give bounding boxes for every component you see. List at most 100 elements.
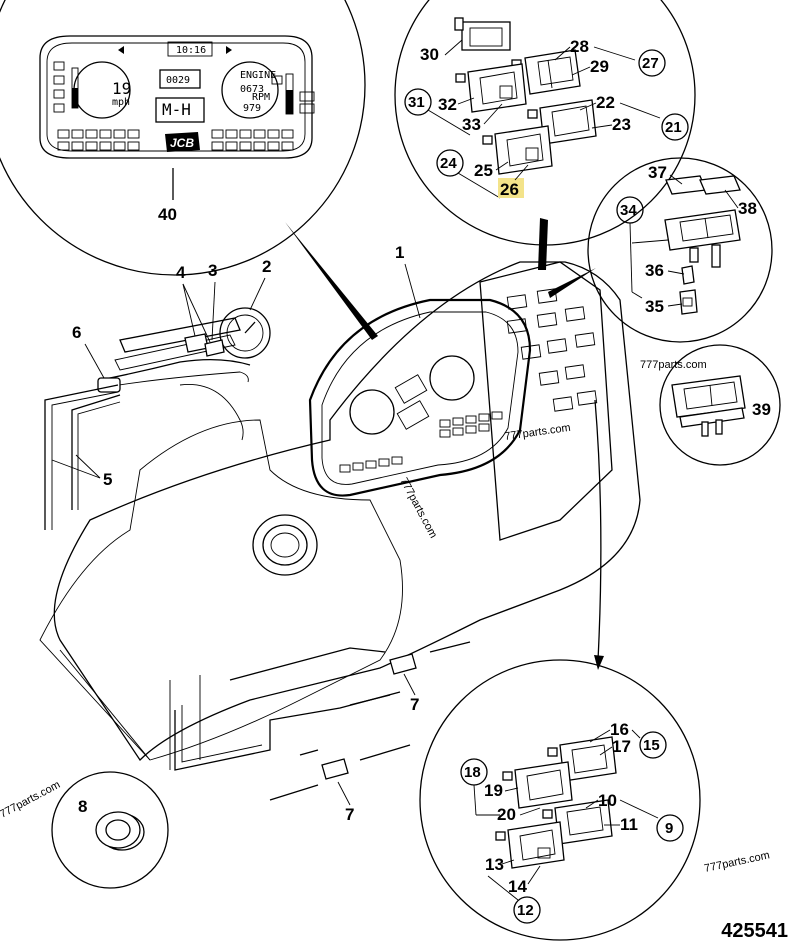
speed-readout: 19	[112, 79, 131, 98]
dash-cowl	[53, 261, 641, 762]
switch-13-14	[495, 821, 565, 869]
cluster-gauge-left	[349, 389, 395, 435]
switch-25-26	[482, 125, 553, 175]
engine-label: ENGINE	[240, 70, 276, 81]
housing-34	[664, 209, 741, 251]
tee-fitting-7b	[321, 758, 349, 780]
callout-1: 1	[395, 243, 404, 262]
left-warning-lamps	[53, 61, 79, 113]
bulb-holder-4	[184, 333, 209, 353]
gauge-bracket	[119, 317, 241, 353]
callout-35: 35	[645, 297, 664, 316]
callout-17: 17	[612, 737, 631, 756]
cluster-gauge-right	[429, 355, 475, 401]
switch-28-29	[511, 49, 581, 95]
harness-pipe-5b	[71, 394, 121, 510]
callout-29: 29	[590, 57, 609, 76]
bulb-36	[681, 265, 695, 285]
callout-39: 39	[752, 400, 771, 419]
callout-18: 18	[464, 764, 481, 781]
callout-5: 5	[103, 470, 112, 489]
lower-lamp-row-left	[57, 129, 140, 151]
leader-wedge-display	[285, 222, 378, 340]
harness-pipe-5a	[44, 384, 119, 530]
lens-38	[699, 175, 741, 195]
detail-circle-grommet: 8	[51, 771, 169, 889]
callout-32: 32	[438, 95, 457, 114]
callout-30: 30	[420, 45, 439, 64]
callout-34: 34	[620, 202, 637, 219]
callout-6: 6	[72, 323, 81, 342]
dashboard-assembly: 1 2 3 4 6 5 7 7	[39, 243, 641, 824]
callout-16: 16	[610, 720, 629, 739]
gear-readout: M-H	[162, 100, 191, 119]
tee-fitting-7a	[389, 653, 417, 675]
jcb-logo: JCB	[165, 132, 200, 152]
callout-31: 31	[408, 94, 425, 111]
detail-circle-switch-assembly: 37 38 34 36 35	[548, 157, 773, 343]
callout-20: 20	[497, 805, 516, 824]
detail-circle-instrument-display: 19 mph ENGINE 0673 RPM 979 10:16 0029 M-…	[0, 0, 378, 340]
watermark-3: 777parts.com	[397, 476, 439, 540]
engine-hours-readout: 0673	[240, 84, 264, 95]
callout-11: 11	[620, 815, 638, 834]
lower-lamp-row-right	[211, 129, 294, 151]
callout-25: 25	[474, 161, 493, 180]
gear-window	[155, 97, 205, 123]
callout-21: 21	[665, 119, 682, 136]
instrument-cluster	[308, 298, 532, 497]
detail-circle-switch-39: 39	[659, 344, 781, 466]
switch-10-11	[542, 799, 613, 845]
rpm-readout: 979	[243, 103, 261, 114]
odometer-readout: 0029	[166, 75, 190, 86]
callout-9: 9	[665, 820, 673, 837]
switch-32-33	[455, 63, 527, 113]
clock-readout: 10:16	[176, 45, 206, 56]
callout-7a: 7	[410, 695, 419, 714]
watermark-2: 777parts.com	[504, 422, 572, 443]
steering-column-boss	[252, 514, 318, 576]
holder-35	[679, 289, 698, 315]
right-fuel-gauge	[271, 73, 315, 115]
detail-circle-switch-bank-lower: 16 17 15 18 19 20 10 11 9 13 14 12	[419, 659, 701, 941]
rpm-label: RPM	[252, 92, 270, 103]
switch-30	[454, 17, 511, 51]
callout-4: 4	[176, 263, 186, 282]
callout-3: 3	[208, 261, 217, 280]
watermark-1: 777parts.com	[640, 359, 707, 371]
diagram-reference-number: 425541	[721, 920, 788, 942]
callout-27: 27	[642, 55, 659, 72]
watermark-4: 777parts.com	[0, 779, 62, 821]
watermark-5: 777parts.com	[703, 849, 771, 875]
switch-panel-slots	[506, 288, 598, 412]
clock-window	[167, 41, 213, 57]
callout-24: 24	[440, 155, 457, 172]
display-bezel	[39, 35, 313, 159]
callout-14: 14	[508, 877, 527, 896]
callout-33: 33	[462, 115, 481, 134]
callout-13: 13	[485, 855, 504, 874]
callout-8: 8	[78, 797, 87, 816]
callout-26-highlight	[498, 178, 524, 198]
callout-22: 22	[596, 93, 615, 112]
detail-circle-switch-bank-upper: 30 28 29 27 31 32 33 22 23 21 24 25 26	[394, 0, 696, 270]
svg-text:JCB: JCB	[170, 136, 194, 150]
callout-26: 26	[500, 180, 519, 199]
wiring-harness	[99, 358, 251, 381]
callout-2: 2	[262, 257, 271, 276]
lens-37	[665, 175, 707, 195]
callout-23: 23	[612, 115, 631, 134]
tachometer-gauge	[221, 61, 279, 119]
speed-unit: mph	[112, 97, 130, 108]
switch-19-20	[502, 761, 573, 809]
callout-28: 28	[570, 37, 589, 56]
callout-40: 40	[158, 205, 177, 224]
callout-38: 38	[738, 199, 757, 218]
callout-12: 12	[517, 902, 534, 919]
indicator-arrow-icons	[118, 46, 232, 54]
callout-15: 15	[643, 737, 660, 754]
odometer-window	[159, 69, 201, 89]
switch-panel	[479, 261, 613, 541]
callout-7b: 7	[345, 805, 354, 824]
